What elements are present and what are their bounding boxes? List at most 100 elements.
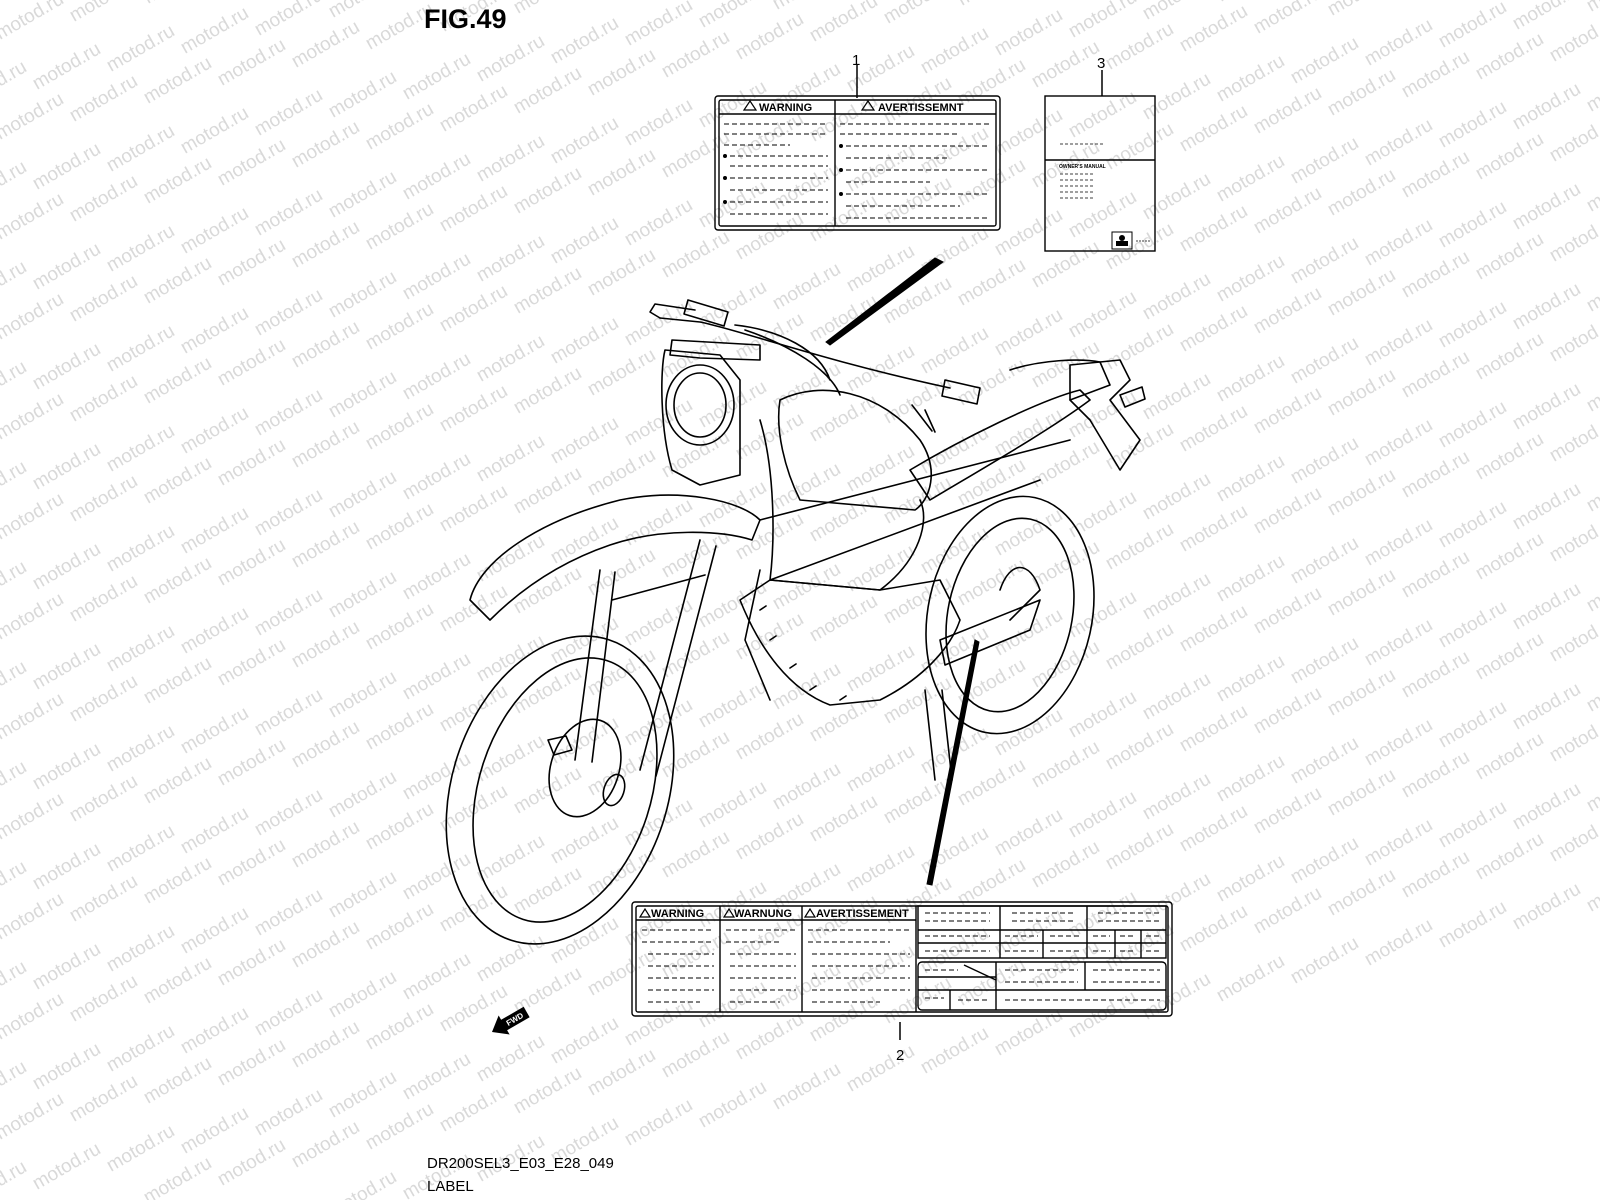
watermark-text: motod.ru <box>1102 419 1177 475</box>
watermark-text: motod.ru <box>1213 151 1288 207</box>
watermark-text: motod.ru <box>621 0 696 50</box>
watermark-text: motod.ru <box>843 641 918 697</box>
watermark-text: motod.ru <box>473 231 548 287</box>
watermark-text: motod.ru <box>362 799 437 855</box>
watermark-text: motod.ru <box>214 1135 289 1191</box>
watermark-text: motod.ru <box>1287 33 1362 89</box>
watermark-text: motod.ru <box>1213 551 1288 607</box>
label-3-manual-notice <box>1044 95 1156 252</box>
watermark-text: motod.ru <box>954 155 1029 211</box>
watermark-text: motod.ru <box>917 823 992 879</box>
watermark-text: motod.ru <box>66 871 141 927</box>
watermark-text: motod.ru <box>843 341 918 397</box>
watermark-text: motod.ru <box>1546 711 1600 767</box>
watermark-text: motod.ru <box>1250 583 1325 639</box>
watermark-text: motod.ru <box>473 1031 548 1087</box>
watermark-text: motod.ru <box>1102 19 1177 75</box>
watermark-text: motod.ru <box>1398 447 1473 503</box>
watermark-text: motod.ru <box>658 927 733 983</box>
watermark-text: motod.ru <box>1324 565 1399 621</box>
watermark-text: motod.ru <box>732 9 807 65</box>
watermark-text: motod.ru <box>0 1057 30 1113</box>
watermark-text: motod.ru <box>177 803 252 859</box>
watermark-text: motod.ru <box>732 209 807 265</box>
watermark-text: motod.ru <box>288 317 363 373</box>
watermark-text: motod.ru <box>806 291 881 347</box>
watermark-text: motod.ru <box>991 105 1066 161</box>
watermark-text: motod.ru <box>325 1167 400 1200</box>
watermark-text: motod.ru <box>103 321 178 377</box>
watermark-text: motod.ru <box>1546 111 1600 167</box>
watermark-text: motod.ru <box>399 649 474 705</box>
watermark-text: motod.ru <box>325 267 400 323</box>
front-hub-cap <box>602 773 626 807</box>
watermark-text: motod.ru <box>584 745 659 801</box>
watermark-text: motod.ru <box>1509 379 1584 435</box>
watermark-text: motod.ru <box>1435 697 1510 753</box>
cables <box>734 324 841 396</box>
watermark-text: motod.ru <box>510 63 585 119</box>
watermark-text: motod.ru <box>880 0 955 28</box>
watermark-text: motod.ru <box>214 535 289 591</box>
watermark-text: motod.ru <box>1583 0 1600 16</box>
watermark-text: motod.ru <box>140 853 215 909</box>
watermark-text: motod.ru <box>0 789 67 845</box>
warning-triangle-icon <box>860 99 876 111</box>
watermark-text: motod.ru <box>1583 261 1600 317</box>
watermark-text: motod.ru <box>362 599 437 655</box>
watermark-text: motod.ru <box>0 389 67 445</box>
watermark-text: motod.ru <box>769 659 844 715</box>
watermark-text: motod.ru <box>547 13 622 69</box>
watermark-text: motod.ru <box>1176 301 1251 357</box>
watermark-text: motod.ru <box>140 53 215 109</box>
watermark-text: motod.ru <box>436 281 511 337</box>
watermark-text: motod.ru <box>29 439 104 495</box>
watermark-text: motod.ru <box>0 189 67 245</box>
watermark-text: motod.ru <box>1472 29 1547 85</box>
watermark-text: motod.ru <box>1435 97 1510 153</box>
watermark-text: motod.ru <box>1176 601 1251 657</box>
drawing-code: DR200SEL3_E03_E28_049 <box>427 1155 614 1172</box>
watermark-text: motod.ru <box>1065 0 1140 42</box>
watermark-text: motod.ru <box>140 153 215 209</box>
watermark-text: motod.ru <box>1509 279 1584 335</box>
engine-block <box>739 579 961 706</box>
watermark-text: motod.ru <box>621 295 696 351</box>
watermark-text: motod.ru <box>1398 747 1473 803</box>
callout-3: 3 <box>1097 55 1105 72</box>
watermark-text: motod.ru <box>1213 651 1288 707</box>
watermark-text: motod.ru <box>584 645 659 701</box>
watermark-text: motod.ru <box>695 177 770 233</box>
watermark-text: motod.ru <box>103 1121 178 1177</box>
watermark-text: motod.ru <box>251 485 326 541</box>
watermark-text: motod.ru <box>214 235 289 291</box>
watermark-text: motod.ru <box>880 673 955 729</box>
warning-triangle-icon <box>722 907 736 918</box>
watermark-text: motod.ru <box>103 1021 178 1077</box>
warning-triangle-icon <box>638 907 652 918</box>
warning-triangle-icon <box>742 99 758 111</box>
watermark-text: motod.ru <box>954 55 1029 111</box>
brake-lever <box>911 404 936 433</box>
watermark-text: motod.ru <box>1472 529 1547 585</box>
watermark-text: motod.ru <box>29 339 104 395</box>
exhaust-pipe <box>744 569 771 701</box>
watermark-text: motod.ru <box>436 881 511 937</box>
watermark-text: motod.ru <box>473 331 548 387</box>
watermark-text: motod.ru <box>584 545 659 601</box>
watermark-text: motod.ru <box>1213 951 1288 1007</box>
watermark-text: motod.ru <box>177 403 252 459</box>
watermark-text: motod.ru <box>1139 369 1214 425</box>
watermark-text: motod.ru <box>1102 119 1177 175</box>
watermark-text: motod.ru <box>0 289 67 345</box>
watermark-text: motod.ru <box>1028 437 1103 493</box>
watermark-text: motod.ru <box>288 1017 363 1073</box>
watermark-text: motod.ru <box>584 245 659 301</box>
watermark-text: motod.ru <box>362 99 437 155</box>
watermark-text: motod.ru <box>510 363 585 419</box>
front-tire-inner <box>472 657 658 923</box>
watermark-text: motod.ru <box>0 889 67 945</box>
watermark-text: motod.ru <box>1176 901 1251 957</box>
watermark-text: motod.ru <box>1583 561 1600 617</box>
watermark-text: motod.ru <box>0 989 67 1045</box>
